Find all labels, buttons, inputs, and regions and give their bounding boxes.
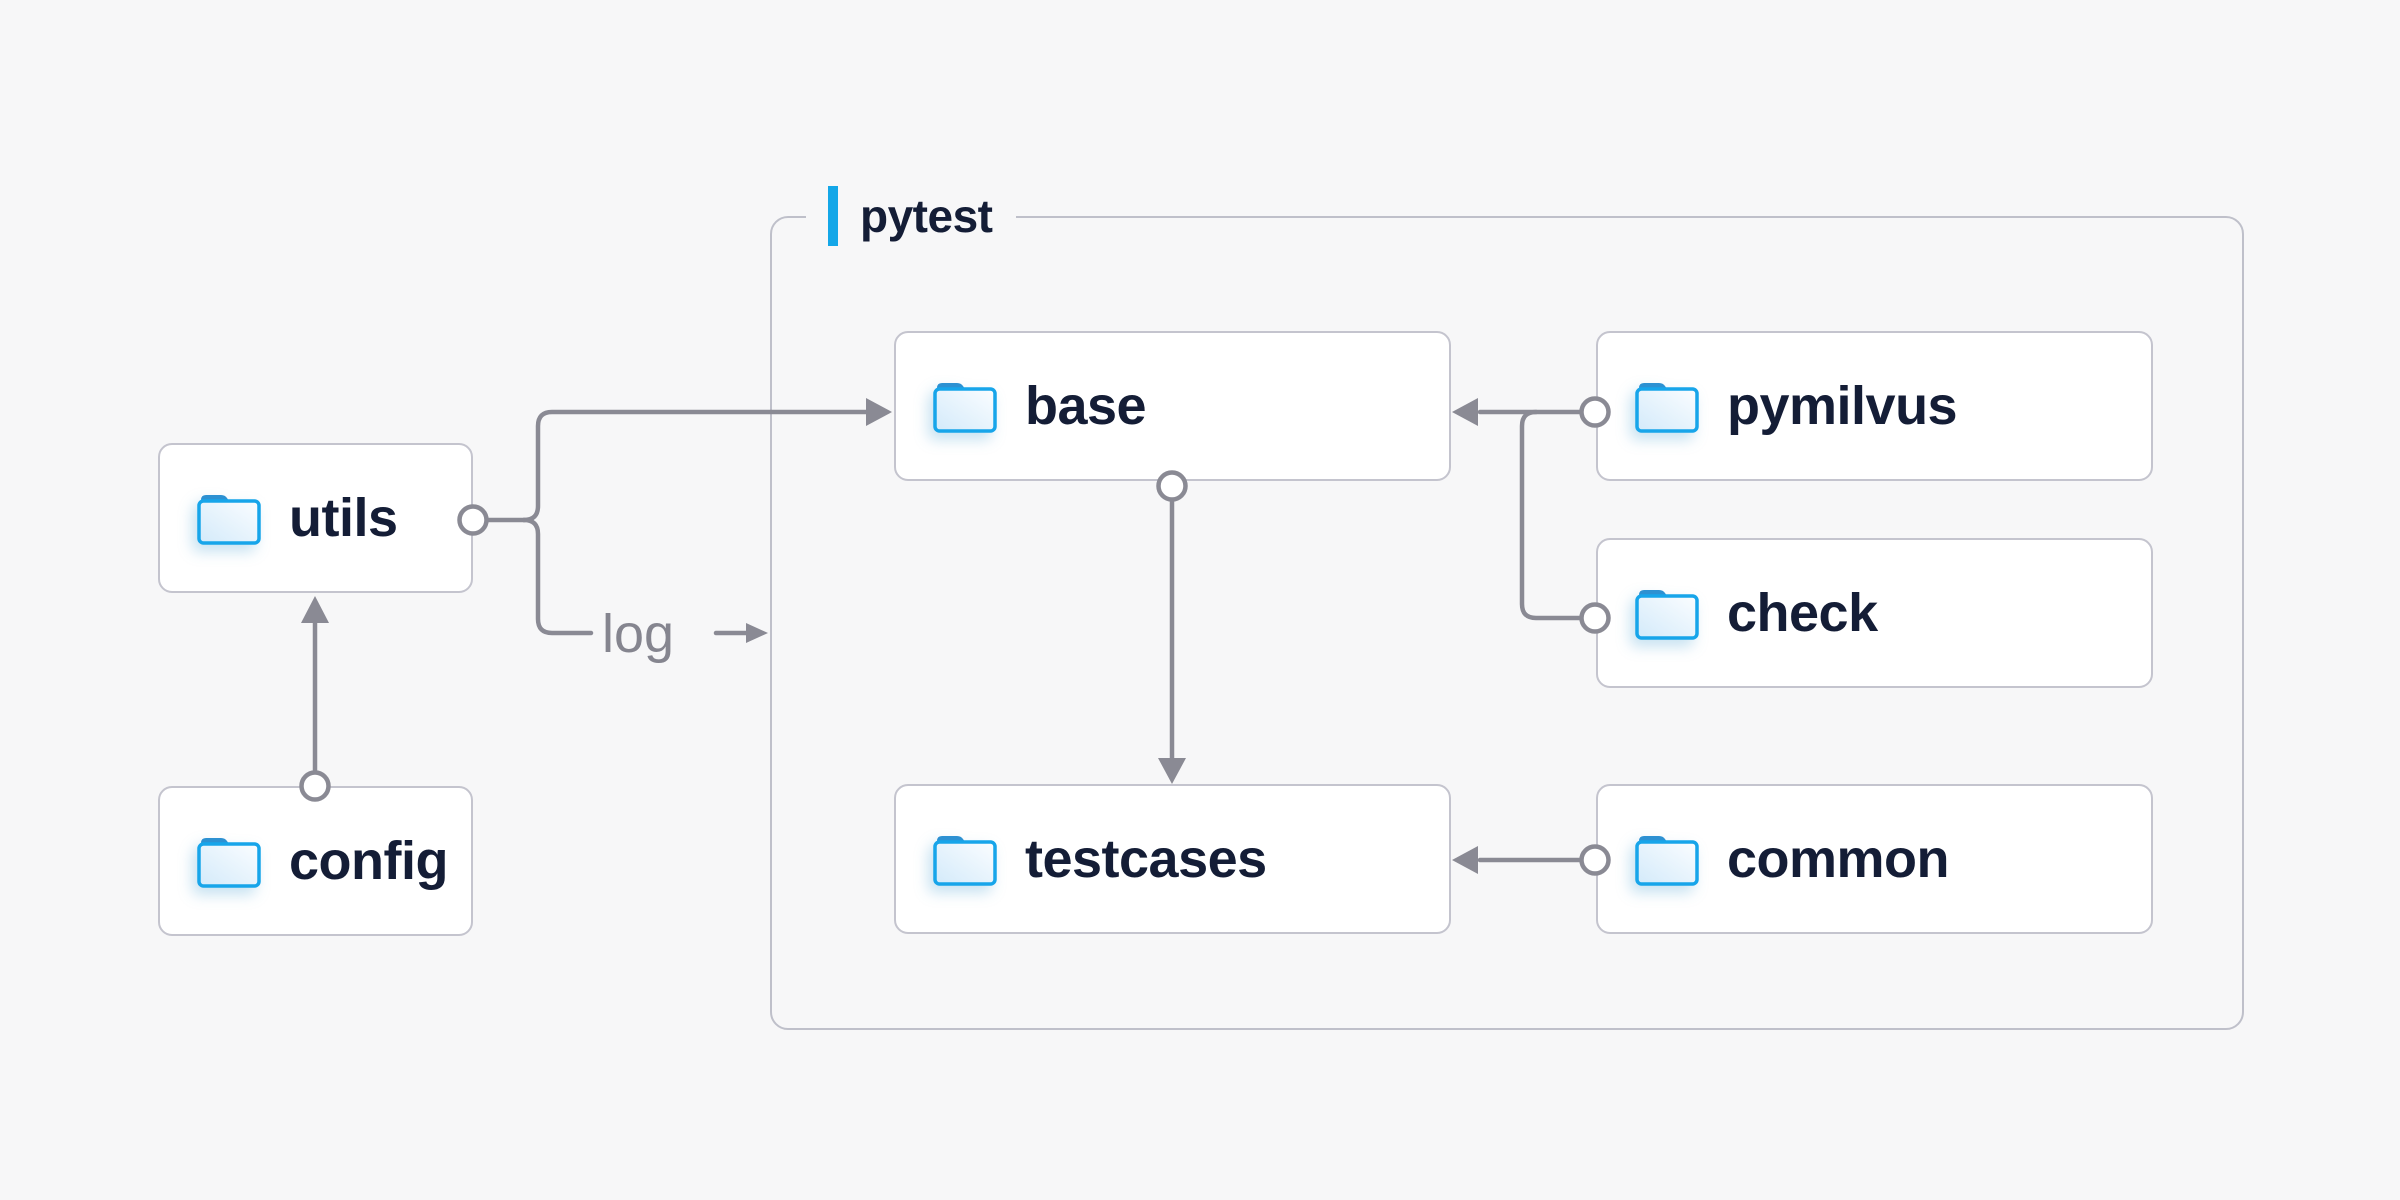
folder-icon — [197, 838, 261, 888]
node-check: check — [1596, 538, 2153, 688]
node-common: common — [1596, 784, 2153, 934]
node-pymilvus: pymilvus — [1596, 331, 2153, 481]
folder-icon — [933, 383, 997, 433]
node-base: base — [894, 331, 1451, 481]
node-label: config — [289, 831, 448, 891]
arrowhead-right-log — [746, 623, 768, 643]
node-label: common — [1727, 829, 1950, 889]
node-label: utils — [289, 488, 398, 548]
accent-bar — [828, 186, 838, 246]
folder-icon — [1635, 836, 1699, 886]
node-config: config — [158, 786, 473, 936]
group-title: pytest — [860, 190, 993, 242]
arrowhead-up-utils — [301, 596, 329, 623]
node-testcases: testcases — [894, 784, 1451, 934]
pytest-group-label: pytest — [806, 186, 1017, 246]
node-label: testcases — [1025, 829, 1267, 889]
edge-label-log: log — [602, 604, 675, 664]
node-label: check — [1727, 583, 1878, 643]
node-label: pymilvus — [1727, 376, 1958, 436]
node-utils: utils — [158, 443, 473, 593]
folder-icon — [1635, 590, 1699, 640]
pytest-group-container — [770, 216, 2244, 1030]
folder-icon — [933, 836, 997, 886]
folder-icon — [1635, 383, 1699, 433]
edge-utils-log — [521, 517, 594, 636]
folder-icon — [197, 495, 261, 545]
node-label: base — [1025, 376, 1147, 436]
